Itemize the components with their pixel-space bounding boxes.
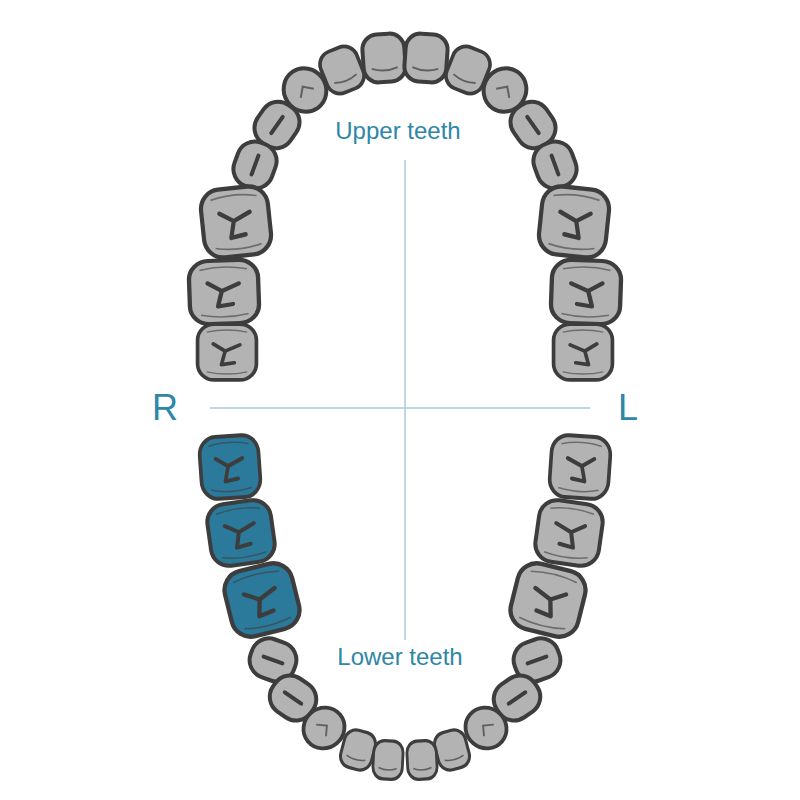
upper-right-teeth: [188, 33, 406, 380]
axis-line: [210, 407, 590, 409]
side-label: R: [149, 387, 181, 428]
axis-line: [404, 160, 406, 640]
arch-label: Lower teeth: [334, 643, 465, 671]
side-label: L: [615, 387, 641, 428]
lower-left-teeth: [406, 434, 611, 780]
arch-label: Upper teeth: [332, 117, 463, 145]
upper-left-teeth: [403, 33, 621, 380]
highlighted-molars: [198, 434, 303, 641]
